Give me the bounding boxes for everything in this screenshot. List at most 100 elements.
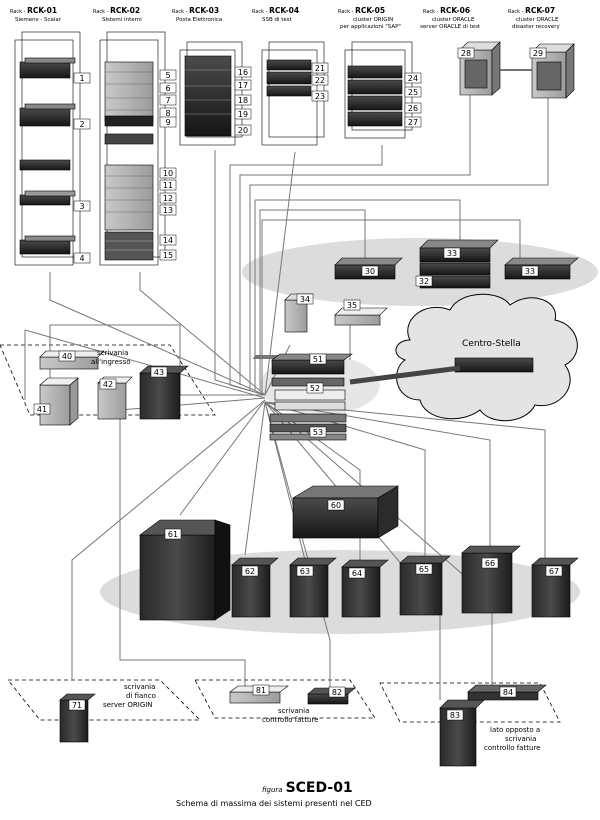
- server-66: [461, 545, 521, 614]
- device-label-box: [234, 124, 252, 136]
- device-label-box: [159, 69, 177, 81]
- device-label-box: [521, 265, 539, 277]
- device-number-27: 27: [408, 118, 418, 127]
- rack-desc-6b: server ORACLE di test: [420, 24, 481, 30]
- device-label-box: [404, 102, 422, 114]
- rack-title-2: Rack - RCK-02: [93, 6, 140, 15]
- device-label-box: [241, 565, 259, 577]
- device-label-box: [159, 204, 177, 216]
- device-number-60: 60: [331, 501, 341, 510]
- desk-origin-line2: di fianco: [126, 692, 156, 700]
- rack-rck-05: [344, 41, 413, 139]
- device-number-84: 84: [503, 688, 513, 697]
- rack-desc-2: Sistemi interni: [102, 17, 142, 23]
- device-number-34: 34: [300, 295, 310, 304]
- desk-zones: [0, 344, 561, 723]
- server-32: [419, 262, 491, 289]
- rack-desc-6a: cluster ORACLE: [432, 17, 475, 23]
- device-label-box: [404, 86, 422, 98]
- device-number-32: 32: [419, 277, 429, 286]
- server-41: [39, 377, 79, 426]
- desk-invoice-line2: controllo fatture: [262, 716, 318, 724]
- device-number-5: 5: [165, 71, 170, 80]
- device-number-51: 51: [313, 355, 323, 364]
- device-label-box: [33, 403, 51, 415]
- device-number-81: 81: [256, 686, 266, 695]
- server-35: [334, 307, 388, 326]
- device-number-65: 65: [419, 565, 429, 574]
- device-label-box: [309, 353, 327, 365]
- desk-zone-entry: [0, 344, 216, 416]
- device-number-4: 4: [79, 254, 84, 263]
- device-number-13: 13: [163, 206, 173, 215]
- backbone-link: [349, 365, 461, 385]
- device-number-labels: 1234567891011121314151617181920212223242…: [33, 47, 563, 721]
- device-number-25: 25: [408, 88, 418, 97]
- centro-stella-switch: [454, 357, 534, 373]
- device-number-29: 29: [533, 49, 543, 58]
- device-label-box: [328, 686, 346, 698]
- device-number-71: 71: [72, 701, 82, 710]
- device-number-53: 53: [313, 428, 323, 437]
- desk-labels: scrivania all'ingresso scrivania di fian…: [91, 349, 540, 752]
- device-number-66: 66: [485, 559, 495, 568]
- rack-desc-1: Siemens - Scalar: [15, 17, 62, 23]
- device-number-33: 33: [525, 267, 535, 276]
- device-label-box: [499, 686, 517, 698]
- device-number-20: 20: [238, 126, 248, 135]
- device-number-42: 42: [103, 380, 113, 389]
- device-label-box: [58, 350, 76, 362]
- rack-rck-03: [179, 41, 243, 146]
- device-number-63: 63: [300, 567, 310, 576]
- desk-zone-opposite: [379, 682, 561, 723]
- rack-desc-3: Posta Elettronica: [176, 17, 222, 23]
- device-number-23: 23: [315, 92, 325, 101]
- device-number-61: 61: [168, 530, 178, 539]
- device-label-box: [234, 94, 252, 106]
- desk-zone-origin: [7, 679, 201, 721]
- device-number-26: 26: [408, 104, 418, 113]
- device-label-box: [159, 167, 177, 179]
- device-label-box: [415, 275, 433, 287]
- device-number-2: 2: [79, 120, 84, 129]
- device-label-box: [252, 684, 270, 696]
- device-label-box: [481, 557, 499, 569]
- rack-title-3: Rack - RCK-03: [172, 6, 219, 15]
- device-number-30: 30: [365, 267, 375, 276]
- device-label-box: [159, 192, 177, 204]
- device-label-box: [404, 116, 422, 128]
- server-29: [531, 43, 575, 99]
- device-label-box: [327, 499, 345, 511]
- device-label-box: [159, 94, 177, 106]
- device-label-box: [306, 382, 324, 394]
- device-label-box: [296, 565, 314, 577]
- device-number-14: 14: [163, 236, 173, 245]
- device-label-box: [343, 299, 361, 311]
- device-number-19: 19: [238, 110, 248, 119]
- device-label-box: [159, 249, 177, 261]
- device-label-box: [73, 118, 91, 130]
- device-label-box: [150, 366, 168, 378]
- server-33b: [504, 257, 579, 280]
- caption-code: SCED-01: [286, 780, 353, 796]
- device-label-box: [73, 200, 91, 212]
- rack-title-6: Rack - RCK-06: [423, 6, 470, 15]
- device-number-12: 12: [163, 194, 173, 203]
- device-number-15: 15: [163, 251, 173, 260]
- server-33a: [419, 239, 499, 263]
- rack-rck-01: [14, 31, 81, 266]
- device-label-box: [404, 72, 422, 84]
- device-label-box: [164, 528, 182, 540]
- device-number-21: 21: [315, 64, 325, 73]
- device-number-11: 11: [163, 181, 173, 190]
- device-label-box: [529, 47, 547, 59]
- device-label-box: [159, 179, 177, 191]
- device-number-33: 33: [447, 249, 457, 258]
- rack-rck-04: [261, 41, 325, 146]
- server-28: [459, 41, 501, 96]
- desk-origin-line3: server ORIGIN: [103, 701, 153, 709]
- desk-invoice-line1: scrivania: [278, 707, 309, 715]
- server-40: [39, 350, 105, 370]
